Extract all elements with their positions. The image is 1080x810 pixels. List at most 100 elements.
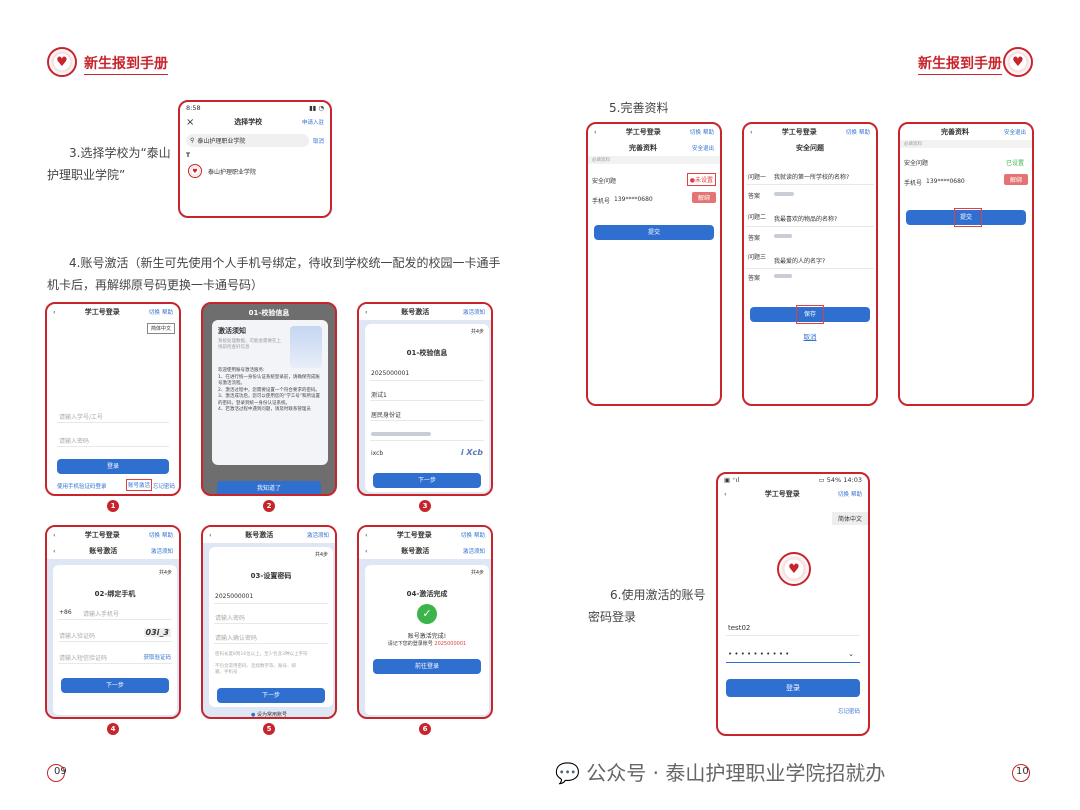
back-icon[interactable]: ‹ — [53, 531, 56, 539]
header-title-right: 新生报到手册 — [918, 53, 1002, 75]
back-icon[interactable]: ‹ — [594, 128, 597, 136]
step-number: 1 — [107, 500, 119, 512]
next-button[interactable]: 下一步 — [61, 678, 169, 693]
back-icon[interactable]: ‹ — [365, 308, 368, 316]
phone-login-link[interactable]: 使用手机验证码登录 — [57, 484, 107, 490]
back-icon[interactable]: ‹ — [53, 308, 56, 316]
question-3-select[interactable]: 我最爱的人的名字? — [774, 258, 826, 265]
back-icon[interactable]: ‹ — [53, 547, 56, 555]
question-1-label: 问题一 — [748, 174, 767, 181]
activate-link[interactable]: 账号激活 — [126, 479, 153, 491]
header-title-left: 新生报到手册 — [84, 53, 168, 75]
unbind-button[interactable]: 解绑 — [691, 192, 716, 203]
security-question-status[interactable]: ●未设置 — [686, 173, 716, 186]
back-icon[interactable]: ‹ — [209, 531, 212, 539]
switch-link[interactable]: 切换 — [689, 130, 701, 136]
idtype-select[interactable]: 居民身份证 — [371, 412, 402, 419]
help-link[interactable]: 帮助 — [473, 533, 485, 539]
get-code-link[interactable]: 获取验证码 — [143, 655, 171, 661]
username-input[interactable]: test02 — [728, 624, 751, 632]
switch-link[interactable]: 切换 — [837, 492, 849, 498]
bind-phone-screen: ‹学工号登录切换 帮助 ‹账号激活激活须知 共4步 02-绑定手机 +86 请输… — [45, 525, 181, 719]
profile-done-screen: 完善资料安全退出 必填资料 安全问题 已设置 手机号 139****0680 解… — [898, 122, 1034, 406]
password-input[interactable]: • • • • • • • • • • — [728, 650, 790, 658]
school-result[interactable]: ♥ 泰山护理职业学院 — [180, 160, 330, 182]
step-number: 4 — [107, 723, 119, 735]
switch-link[interactable]: 切换 — [148, 310, 160, 316]
submit-button[interactable]: 提交 — [906, 210, 1026, 225]
question-2-label: 问题二 — [748, 214, 767, 221]
radio-icon: ● — [251, 712, 256, 718]
captcha-image[interactable]: i Xcb — [460, 448, 483, 457]
apply-link[interactable]: 申请入驻 — [301, 120, 324, 126]
country-code[interactable]: +86 — [59, 609, 72, 616]
step-number: 6 — [419, 723, 431, 735]
answer-3-masked — [774, 274, 792, 278]
cancel-button[interactable]: 取消 — [312, 138, 324, 145]
switch-link[interactable]: 切换 — [460, 533, 472, 539]
username-input[interactable]: 请输入学号/工号 — [59, 414, 104, 421]
notice-link[interactable]: 激活须知 — [462, 310, 485, 316]
ok-button[interactable]: 我知道了 — [217, 481, 321, 494]
confirm-password-input[interactable]: 请输入确认密码 — [215, 635, 258, 642]
screen-title: 安全问题 — [796, 144, 824, 152]
help-link[interactable]: 帮助 — [850, 492, 862, 498]
phone-value: 139****0680 — [614, 196, 653, 203]
phone-label: 手机号 — [904, 180, 923, 187]
security-question-status[interactable]: 已设置 — [1005, 160, 1024, 167]
status-icons-left: ▣ ⁺ıl — [724, 476, 740, 484]
sms-input[interactable]: 请输入短信验证码 — [59, 655, 108, 662]
password-input[interactable]: 请输入密码 — [59, 438, 90, 445]
eye-icon[interactable]: ⌄ — [848, 650, 854, 658]
search-input[interactable]: ⚲泰山护理职业学院 — [186, 134, 309, 147]
back-icon[interactable]: ‹ — [365, 547, 368, 555]
page-number: 09 — [54, 766, 67, 777]
go-login-button[interactable]: 前往登录 — [373, 659, 481, 674]
question-1-select[interactable]: 我就读的第一所学校的名称? — [774, 174, 850, 181]
question-2-select[interactable]: 我最喜欢的物品的名称? — [774, 216, 838, 223]
help-link[interactable]: 帮助 — [161, 533, 173, 539]
help-link[interactable]: 帮助 — [702, 130, 714, 136]
step4-caption: 4.账号激活（新生可先使用个人手机号绑定，待收到学校统一配发的校园一卡通手机卡后… — [47, 256, 501, 292]
help-link[interactable]: 帮助 — [161, 310, 173, 316]
password-input[interactable]: 请输入密码 — [215, 615, 246, 622]
account-field: 2025000001 — [215, 593, 254, 600]
back-icon[interactable]: ‹ — [365, 531, 368, 539]
next-button[interactable]: 下一步 — [217, 688, 325, 703]
login-button[interactable]: 登录 — [57, 459, 169, 474]
back-icon[interactable]: ‹ — [724, 490, 727, 498]
switch-link[interactable]: 切换 — [148, 533, 160, 539]
login-button[interactable]: 登录 — [726, 679, 860, 697]
close-icon[interactable]: × — [186, 116, 195, 128]
captcha-image[interactable]: 03i_3 — [143, 628, 171, 637]
language-select[interactable]: 简体中文 — [831, 512, 868, 525]
unbind-button[interactable]: 解绑 — [1003, 174, 1028, 185]
notice-link[interactable]: 激活须知 — [306, 533, 329, 539]
battery-level: 54% — [826, 476, 842, 484]
captcha-input[interactable]: ixcb — [371, 450, 384, 457]
highlight-box — [954, 208, 982, 227]
common-account-radio[interactable]: ● 设为常用账号 — [251, 712, 287, 718]
captcha-input[interactable]: 请输入验证码 — [59, 633, 96, 640]
notice-link[interactable]: 激活须知 — [462, 549, 485, 555]
name-field[interactable]: 测试1 — [371, 392, 387, 399]
language-select[interactable]: 简体中文 — [146, 323, 175, 334]
logout-link[interactable]: 安全退出 — [1003, 130, 1026, 136]
switch-link[interactable]: 切换 — [845, 130, 857, 136]
back-icon[interactable]: ‹ — [750, 128, 753, 136]
phone-input[interactable]: 请输入手机号 — [83, 611, 120, 618]
save-button[interactable]: 保存 — [750, 307, 870, 322]
status-icons: ▮▮ ◔ — [309, 104, 324, 112]
next-button[interactable]: 下一步 — [373, 473, 481, 488]
notice-link[interactable]: 激活须知 — [150, 549, 173, 555]
help-link[interactable]: 帮助 — [858, 130, 870, 136]
screen-title: 完善资料 — [940, 128, 969, 136]
forgot-link[interactable]: 忘记密码 — [153, 484, 176, 490]
logout-link[interactable]: 安全退出 — [691, 146, 714, 152]
submit-button[interactable]: 提交 — [594, 225, 714, 240]
cancel-link[interactable]: 取消 — [803, 333, 817, 341]
forgot-link[interactable]: 忘记密码 — [837, 709, 860, 715]
security-question-screen: ‹学工号登录切换 帮助 安全问题 问题一 我就读的第一所学校的名称? 答案 问题… — [742, 122, 878, 406]
id-field[interactable]: 2025000001 — [371, 370, 410, 377]
app-title: 学工号登录 — [625, 128, 661, 136]
